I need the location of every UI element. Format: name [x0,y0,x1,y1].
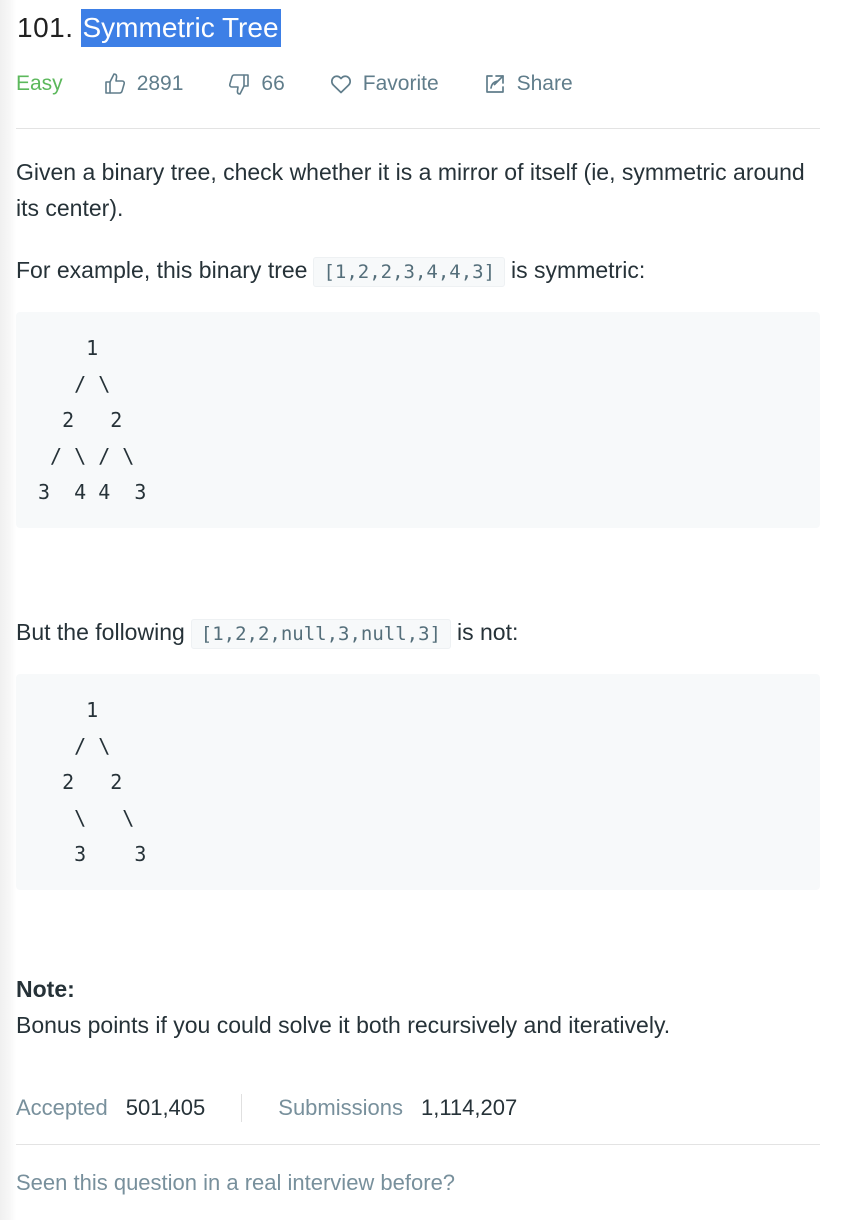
tree-2-diagram: 1 / \ 2 2 \ \ 3 3 [62,698,147,866]
example-2-text: But the following[1,2,2,null,3,null,3]is… [16,614,806,652]
accepted-label: Accepted [16,1095,108,1120]
difficulty-badge: Easy [16,72,63,95]
share-icon [485,75,504,93]
left-panel-edge [0,0,16,1220]
example-1-text: For example, this binary tree[1,2,2,3,4,… [16,252,806,290]
stats-separator [241,1094,243,1122]
example-1-code: [1,2,2,3,4,4,3] [313,257,506,287]
like-count: 2891 [136,72,184,95]
tree-2-code-block: 1 / \ 2 2 \ \ 3 3 [16,674,820,890]
header-divider [16,128,820,129]
thumbs-down-icon [229,74,250,95]
example-1-prefix: For example, this binary tree [16,257,308,283]
tree-1-code-block: 1 / \ 2 2 / \ / \ 3 4 4 3 [16,312,820,528]
example-1-suffix: is symmetric: [511,257,646,283]
problem-title: 101. Symmetric Tree [17,8,281,48]
note-title: Note: [16,976,75,1002]
example-2-suffix: is not: [457,619,519,645]
tree-1-diagram: 1 / \ 2 2 / \ / \ 3 4 4 3 [38,336,147,504]
heart-icon [330,75,351,94]
dislike-button[interactable]: 66 [227,72,285,96]
interview-question-prompt[interactable]: Seen this question in a real interview b… [16,1170,456,1195]
example-2-prefix: But the following [16,619,185,645]
problem-intro: Given a binary tree, check whether it is… [16,159,805,221]
dislike-count: 66 [261,72,285,95]
example-2-code: [1,2,2,null,3,null,3] [190,619,451,649]
submissions-value: 1,114,207 [420,1095,518,1120]
share-label: Share [516,72,573,95]
favorite-label: Favorite [362,72,439,95]
like-button[interactable]: 2891 [103,72,184,96]
submissions-label: Submissions [278,1095,403,1120]
thumbs-up-icon [104,73,125,94]
accepted-value: 501,405 [125,1095,206,1120]
favorite-button[interactable]: Favorite [329,72,439,96]
problem-meta: Easy 2891 66 Favorite [16,66,617,102]
share-button[interactable]: Share [483,72,573,96]
submission-stats: Accepted 501,405 Submissions 1,114,207 [16,1090,517,1126]
note-text: Bonus points if you could solve it both … [16,1012,671,1038]
problem-number: 101. [17,12,74,43]
problem-name: Symmetric Tree [80,9,281,47]
stats-divider [16,1144,820,1145]
